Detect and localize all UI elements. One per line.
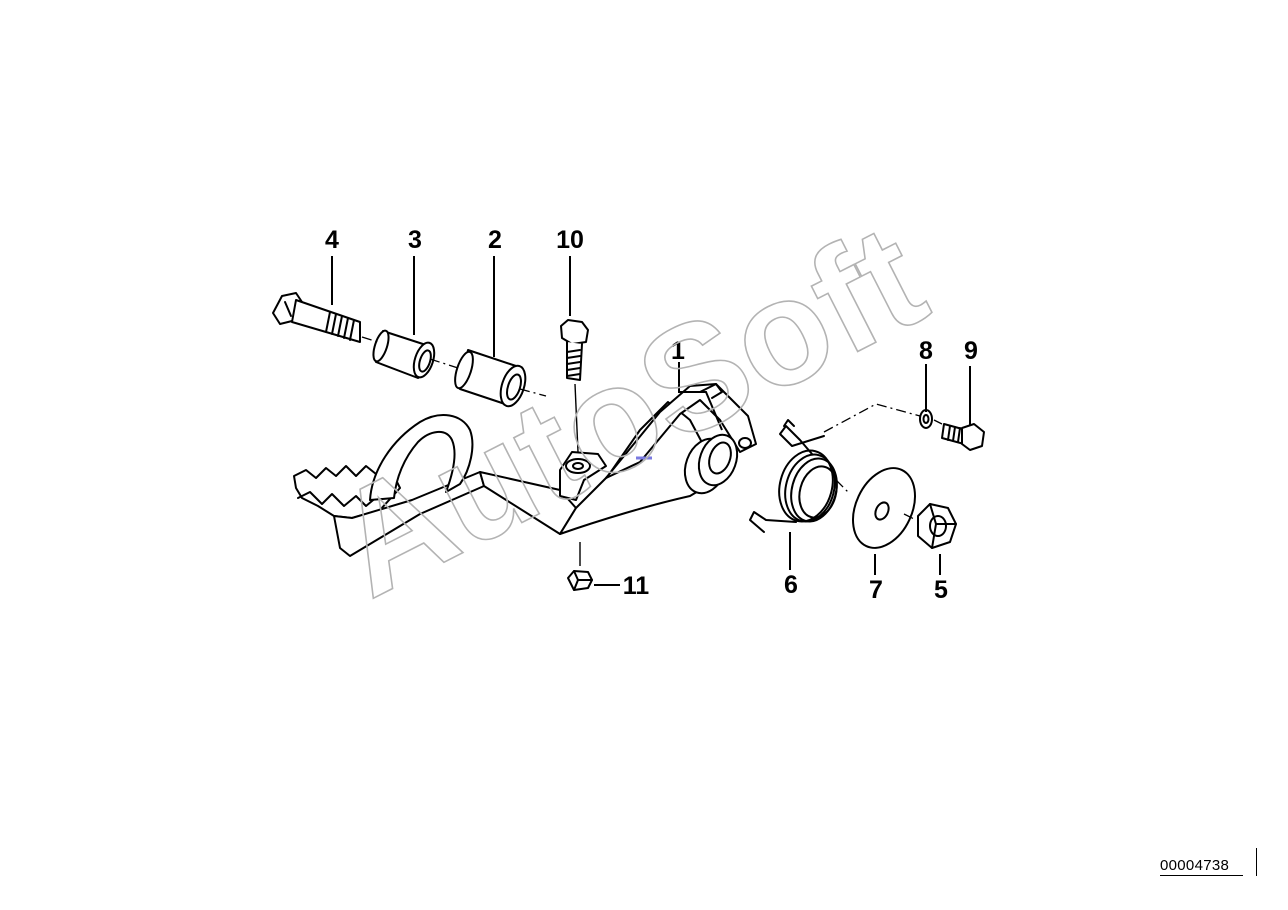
part-10-screw [560,319,589,381]
part-6-torsion-spring [749,419,838,533]
drawing-number-frame-mark [1256,848,1257,876]
part-4-bolt [272,292,361,343]
callout-11: 11 [623,572,650,600]
callout-4: 4 [325,226,339,254]
callout-6: 6 [784,571,798,599]
callout-1: 1 [671,337,685,365]
callout-3: 3 [408,226,422,254]
callout-5: 5 [934,576,948,604]
part-1-brake-pedal [293,383,757,557]
part-5-nut [917,503,957,549]
callout-2: 2 [488,226,502,254]
drawing-number: 00004738 [1160,857,1244,876]
part-7-washer [852,467,916,549]
part-9-small-bolt [941,423,985,451]
part-8-small-washer [919,409,933,429]
part-3-sleeve [372,329,436,379]
part-11-nut [567,570,593,591]
callout-8: 8 [919,337,933,365]
callout-7: 7 [869,576,883,604]
callout-10: 10 [556,226,584,254]
leader-lines [331,256,971,586]
callout-9: 9 [964,337,978,365]
callout-labels: 4 3 2 10 1 8 9 6 7 5 11 [325,226,978,604]
watermark-logo: AutoSoft [308,191,948,628]
